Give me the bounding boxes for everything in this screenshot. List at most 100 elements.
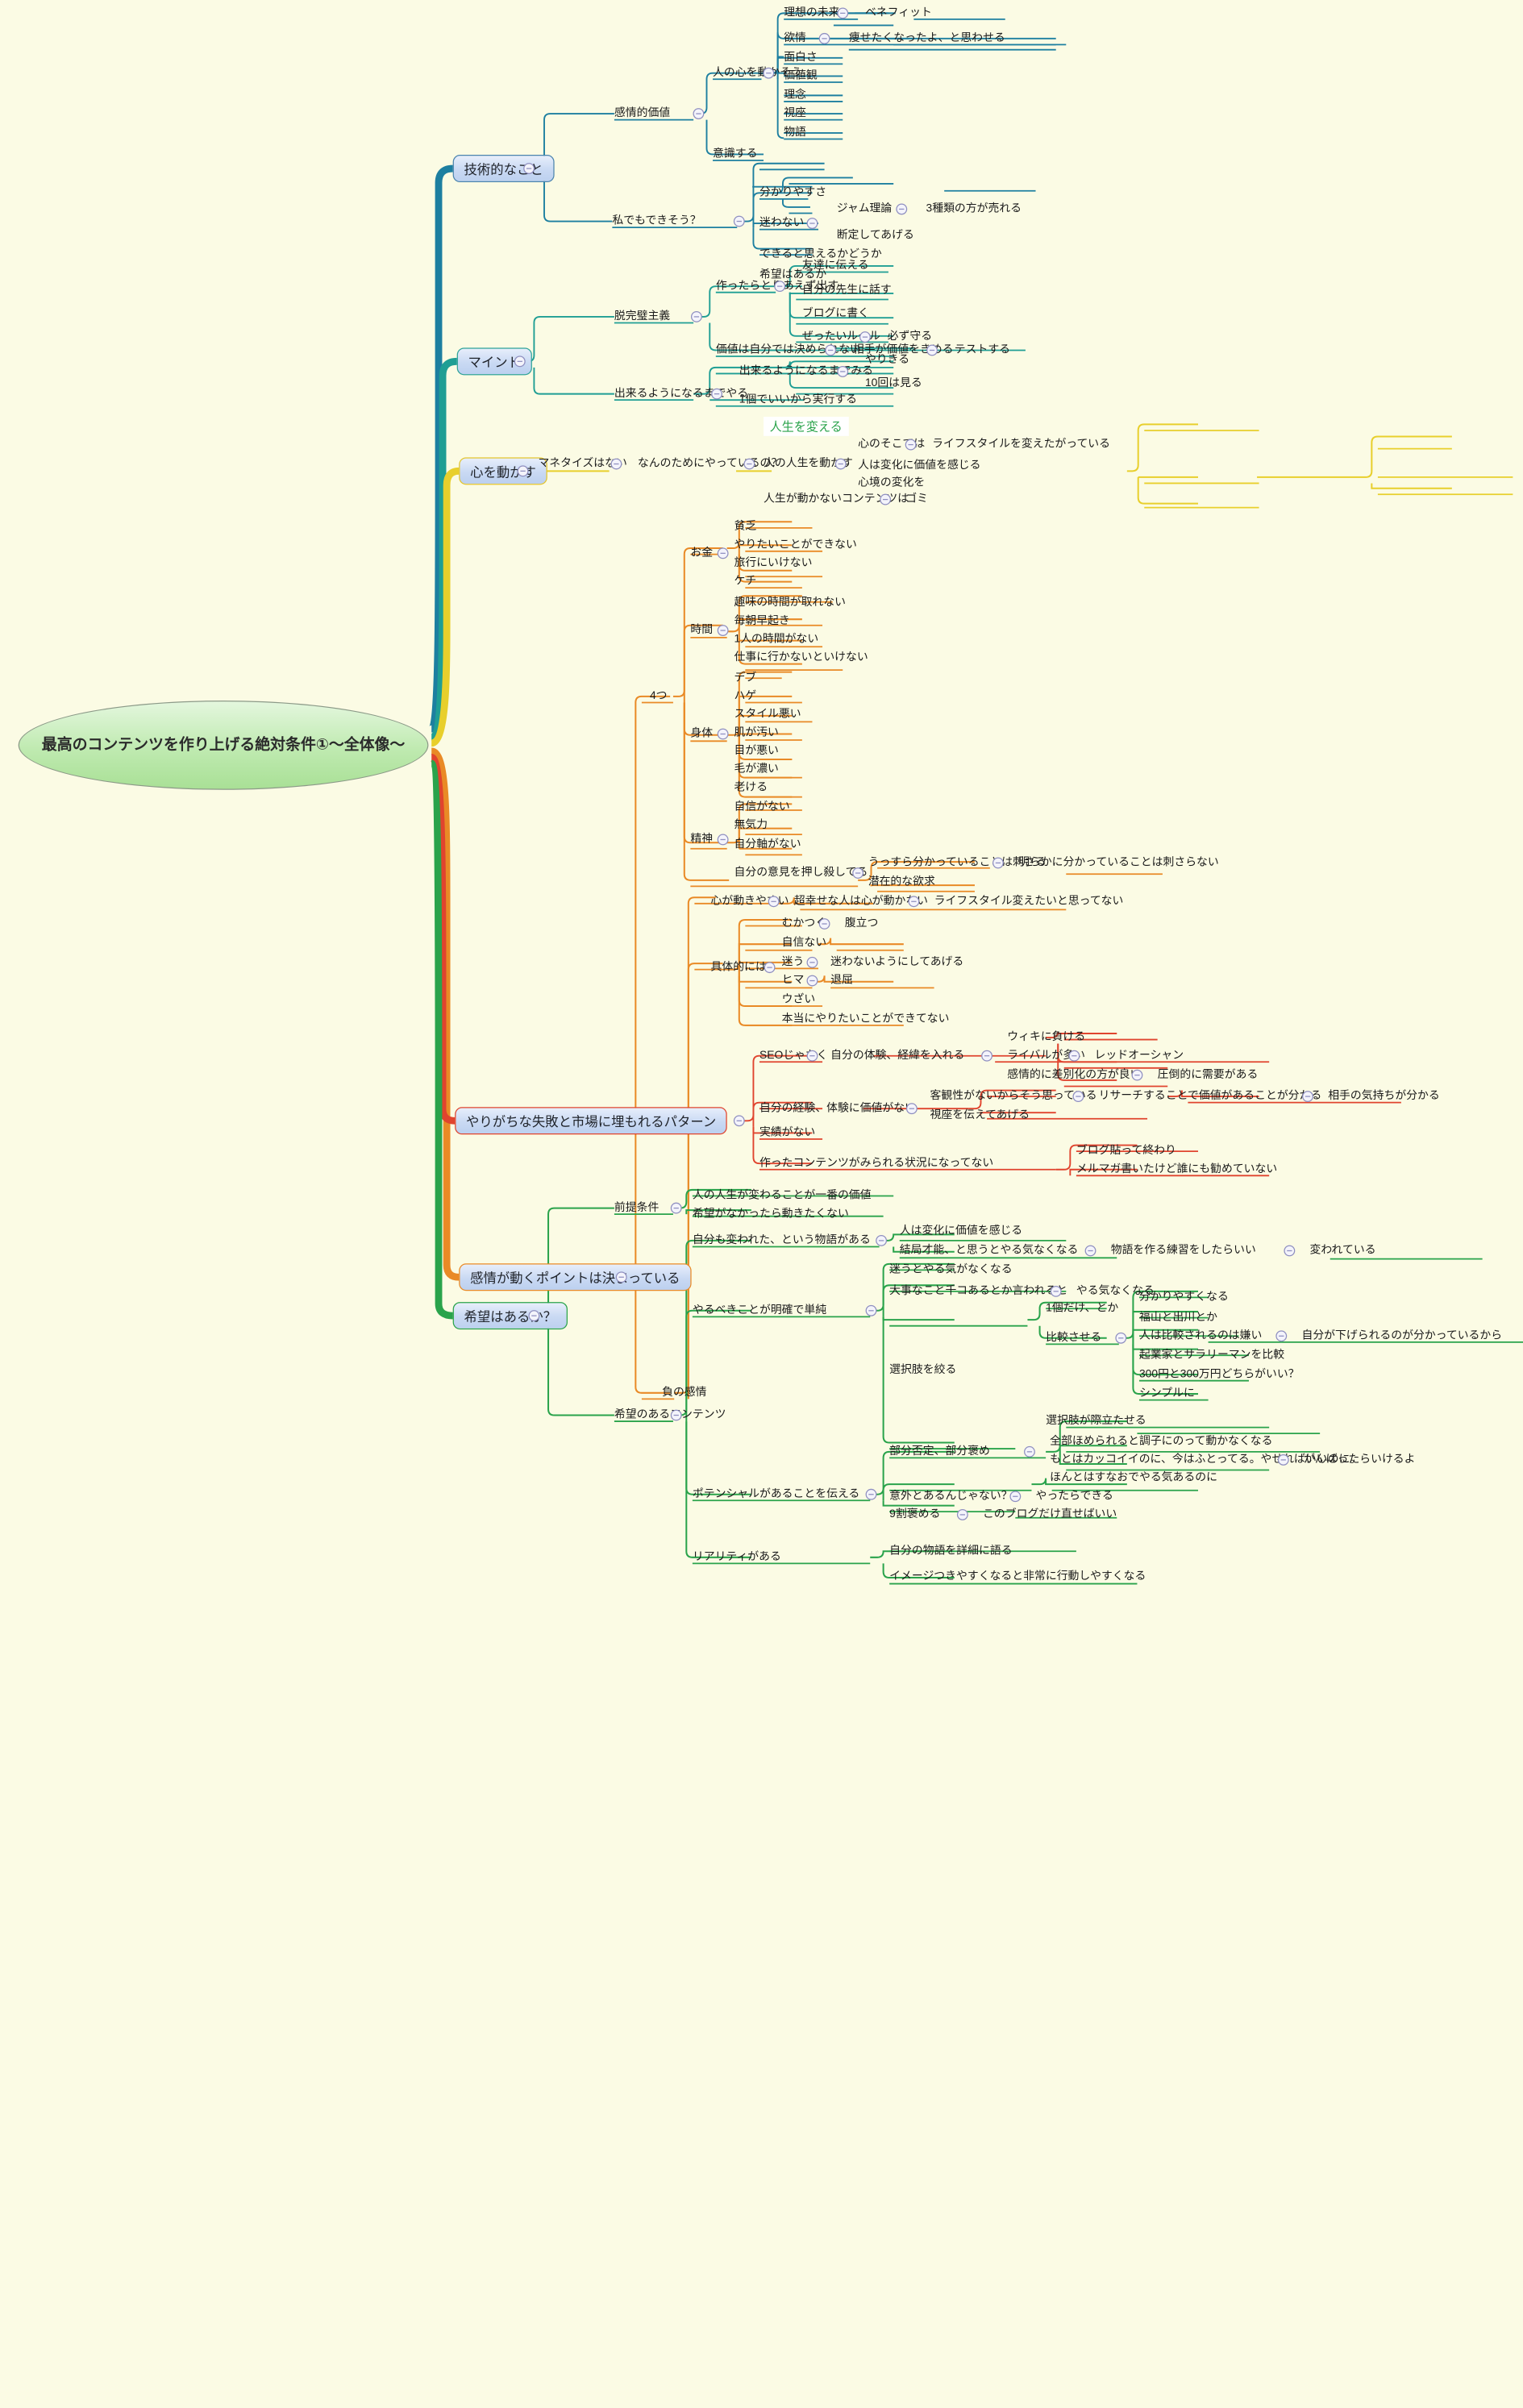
node-just-posted-blog[interactable]: ブログ貼って終わり [1076, 1144, 1176, 1158]
toggle-bored[interactable] [806, 975, 818, 987]
node-test-it[interactable]: テストする [954, 343, 1011, 356]
toggle-anti-perfectionism[interactable] [690, 310, 702, 322]
node-obvious-doesnt-resonate[interactable]: 明らかに分かっていることは刺さらない [1018, 856, 1219, 869]
toggle-content-with-hope[interactable] [670, 1409, 682, 1421]
node-no-alone-time[interactable]: 1人の時間がない [734, 633, 819, 646]
node-four-items[interactable]: 4つ [649, 689, 668, 702]
toggle-common-failures[interactable] [733, 1115, 745, 1127]
node-practice-making-stories[interactable]: 物語を作る練習をしたらいい [1110, 1244, 1256, 1257]
node-money[interactable]: お金 [690, 547, 714, 559]
toggle-just-publish-it[interactable] [774, 281, 786, 293]
toggle-dont-hesitate[interactable] [806, 218, 818, 229]
node-bad-skin[interactable]: 肌が汚い [734, 726, 779, 739]
node-anti-perfectionism[interactable]: 脱完璧主義 [614, 310, 671, 322]
node-lose-to-wikipedia[interactable]: ウィキに負ける [1007, 1030, 1086, 1043]
toggle-vaguely-known-resonates[interactable] [992, 857, 1004, 869]
branch-node-common-failures[interactable]: やりがちな失敗と市場に埋もれるパターン [455, 1107, 728, 1135]
node-move-peoples-heart[interactable]: 人の心を動かそう [713, 66, 802, 79]
toggle-lack-of-objectivity[interactable] [1072, 1091, 1084, 1103]
node-could-i-do-it[interactable]: 私でもできそう？ [612, 214, 701, 227]
node-partial-denial-partial-praise[interactable]: 部分否定、部分褒め [889, 1445, 990, 1458]
node-angry[interactable]: 腹立つ [844, 917, 879, 930]
node-wants-lifestyle-change[interactable]: ライフスタイルを変えたがっている [932, 438, 1111, 451]
node-content-with-hope[interactable]: 希望のあるコンテンツ [614, 1408, 726, 1421]
node-easy-to-imagine-easy-to-act[interactable]: イメージつきやすくなると非常に行動しやすくなる [889, 1570, 1146, 1582]
toggle-hope[interactable] [528, 1310, 540, 1322]
node-lack-of-objectivity[interactable]: 客観性がないからそう思っている [930, 1089, 1097, 1103]
node-maybe-you-have-it[interactable]: 意外とあるんじゃない？ [889, 1490, 1013, 1503]
toggle-body[interactable] [717, 728, 729, 740]
node-stingy[interactable]: ケチ [734, 575, 757, 588]
node-jam-theory[interactable]: ジャム理論 [836, 202, 893, 215]
toggle-talent-excuse[interactable] [1084, 1245, 1096, 1257]
toggle-hesitant[interactable] [806, 956, 818, 968]
node-content-that-doesnt-move-life[interactable]: 人生が動かないコンテンツは [764, 493, 909, 505]
node-write-on-blog[interactable]: ブログに書く [801, 306, 869, 320]
node-suppressing-your-opinion[interactable]: 自分の意見を押し殺してる [734, 866, 868, 879]
node-no-monetization[interactable]: マネタイズはない [538, 457, 627, 470]
toggle-convey-potential[interactable] [865, 1488, 877, 1500]
node-convey-potential[interactable]: ポテンシャルがあることを伝える [692, 1487, 860, 1500]
node-content-not-visible[interactable]: 作ったコンテンツがみられる状況になってない [759, 1157, 994, 1170]
node-aging[interactable]: 老ける [734, 781, 768, 794]
node-no-hobby-time[interactable]: 趣味の時間が取れない [734, 596, 847, 609]
node-always-keep-it[interactable]: 必ず守る [887, 330, 933, 343]
toggle-desire[interactable] [818, 32, 830, 44]
node-hesitant[interactable]: 迷う [781, 955, 805, 968]
node-red-ocean[interactable]: レッドオーシャン [1094, 1049, 1184, 1062]
node-research-reveals-value[interactable]: リサーチすることで価値があることが分かる [1098, 1089, 1322, 1103]
node-understand-their-feelings[interactable]: 相手の気持ちが分かる [1328, 1089, 1440, 1103]
toggle-many-rivals[interactable] [1068, 1050, 1080, 1062]
node-be-conscious[interactable]: 意識する [713, 148, 758, 160]
node-hesitation-kills-motivation[interactable]: 迷うとやる気がなくなる [889, 1263, 1013, 1276]
toggle-move-heart[interactable] [517, 465, 529, 477]
node-add-your-own-experience[interactable]: 自分の体験、経緯を入れる [830, 1049, 965, 1062]
node-time[interactable]: 時間 [690, 623, 714, 636]
toggle-you-cant-decide-value[interactable] [825, 344, 837, 356]
node-convey-viewpoint[interactable]: 視座を伝えてあげる [930, 1108, 1030, 1121]
node-no-personal-axis[interactable]: 自分軸がない [734, 838, 801, 850]
node-latent-desire[interactable]: 潜在的な欲求 [868, 875, 935, 888]
toggle-emotional-value[interactable] [693, 108, 705, 119]
toggle-technical[interactable] [523, 163, 535, 174]
node-early-rising[interactable]: 毎朝早起き [734, 614, 790, 627]
toggle-ideal-future[interactable] [837, 7, 849, 19]
node-is-there-hope[interactable]: 希望はあるか [759, 268, 827, 281]
toggle-jam-theory[interactable] [896, 203, 908, 215]
node-move-others-life[interactable]: 人の人生を動かす [764, 457, 853, 470]
node-listless[interactable]: 無気力 [734, 818, 768, 831]
node-entrepreneur-vs-salaryman[interactable]: 起業家とサラリーマンを比較 [1138, 1349, 1285, 1362]
toggle-money[interactable] [717, 547, 729, 559]
node-keep-it-simple[interactable]: シンプルに [1138, 1387, 1195, 1399]
node-dont-hesitate[interactable]: 迷わない [759, 216, 805, 229]
node-why-do-you-do-it[interactable]: なんのためにやっているの？ [637, 457, 783, 470]
node-body[interactable]: 身体 [690, 727, 714, 740]
toggle-move-peoples-heart[interactable] [763, 67, 775, 79]
toggle-people-hate-being-compared[interactable] [1275, 1330, 1288, 1342]
toggle-emotion-points[interactable] [615, 1271, 627, 1283]
node-no-track-record[interactable]: 実績がない [759, 1126, 816, 1139]
toggle-deep-down[interactable] [905, 439, 917, 451]
node-watch-ten-times[interactable]: 10回は見る [864, 376, 922, 389]
node-people-hate-being-compared[interactable]: 人は比較されるのは嫌い [1138, 1329, 1263, 1342]
node-prerequisites[interactable]: 前提条件 [614, 1201, 660, 1214]
node-philosophy[interactable]: 理念 [784, 89, 806, 102]
node-life-change-is-top-value[interactable]: 人の人生が変わることが一番の価値 [692, 1189, 872, 1202]
node-no-confidence[interactable]: 自信がない [734, 800, 790, 813]
node-viewpoint[interactable]: 視座 [784, 106, 806, 119]
toggle-do-until-you-can[interactable] [711, 388, 723, 400]
toggle-research-reveals-value[interactable] [1302, 1091, 1313, 1103]
node-bad-eyesight[interactable]: 目が悪い [734, 744, 779, 757]
node-make-them-compare[interactable]: 比較させる [1046, 1331, 1102, 1344]
node-negative-emotion[interactable]: 負の感情 [662, 1386, 707, 1399]
toggle-practice-making-stories[interactable] [1284, 1245, 1296, 1257]
node-watch-until-you-can[interactable]: 出来るようになるまでみる [739, 364, 874, 377]
toggle-could-i-do-it[interactable] [733, 215, 745, 227]
toggle-absolute-rule[interactable] [859, 331, 871, 343]
node-praise-ninety-percent[interactable]: 9割褒める [889, 1508, 941, 1520]
toggle-suppressing-your-opinion[interactable] [852, 867, 864, 879]
node-fat[interactable]: デブ [734, 672, 757, 684]
toggle-used-to-be-cool[interactable] [1277, 1454, 1289, 1466]
node-overwhelming-demand[interactable]: 圧倒的に需要がある [1157, 1068, 1259, 1081]
node-can-i-believe-i-can[interactable]: できると思えるかどうか [759, 247, 882, 261]
